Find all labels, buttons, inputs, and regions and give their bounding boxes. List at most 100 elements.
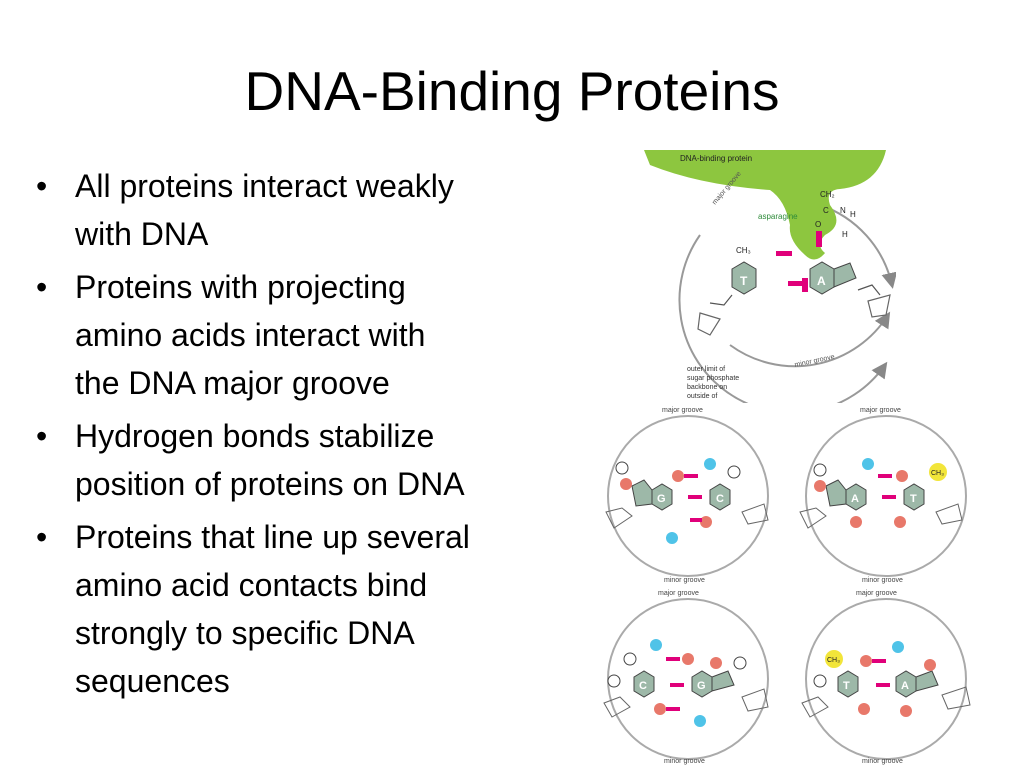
hbond [690,518,702,522]
panel-outline [805,598,967,760]
panel-outline [805,415,967,577]
base-letter: G [657,493,666,505]
sugar-link [857,284,881,296]
acceptor-atom [860,655,872,667]
donor-atom [666,532,678,544]
major-groove-label: major groove [860,407,901,414]
bullet-line: amino acid contacts bind [75,567,428,603]
backbone-sugar [605,507,633,529]
backbone-sugar [941,686,971,710]
bullet-line: All proteins interact weakly [75,168,454,204]
groove-arc-left [678,234,888,403]
hbond [872,659,886,663]
base-letter: T [910,493,917,505]
acceptor-atom [620,478,632,490]
base-ring-c [633,670,655,698]
donor-atom [892,641,904,653]
backbone-sugar [867,294,891,318]
major-groove-label: major groove [856,590,897,597]
note-line: sugar phosphate [687,375,739,382]
base-ring-g-five [631,479,653,507]
bullet-glyph: • [36,519,48,555]
hydrogen-atom [733,656,747,670]
hbond [684,474,698,478]
base-letter: T [843,680,850,692]
backbone-sugar [801,696,829,718]
methyl-label: CH₃ [931,470,944,477]
minor-groove-label: minor groove [664,577,705,584]
minor-groove-label: minor groove [794,354,836,369]
backbone-sugar [935,503,963,525]
panel-gc: major groove minor groove G C [605,407,769,584]
hbond [878,474,892,478]
hbond [776,251,792,256]
acceptor-atom [900,705,912,717]
sugar-link [709,294,733,306]
base-letter: G [697,680,706,692]
panel-outline [607,415,769,577]
residue-h2: H [842,230,848,239]
methyl-label: CH₃ [736,246,751,255]
panel-at: major groove minor groove A T CH₃ [799,407,967,584]
hydrogen-atom [607,674,621,688]
minor-groove-label: minor groove [862,577,903,584]
note-line: backbone on [687,384,727,391]
methyl-group [825,650,843,668]
acceptor-atom [814,480,826,492]
base-ring-t [837,670,859,698]
residue-n: N [840,206,846,215]
donor-atom [650,639,662,651]
base-letter: A [901,680,909,692]
hbond [802,278,808,292]
hydrogen-atom [813,674,827,688]
acceptor-atom [896,470,908,482]
panel-outline [607,598,769,760]
residue-label: asparagine [758,212,798,221]
bullet-item: • All proteins interact weakly with DNA [28,162,588,258]
bullet-line: Proteins that line up several [75,519,470,555]
hbond [666,707,680,711]
bullet-line: amino acids interact with [75,317,426,353]
base-ring-a-five [915,670,939,692]
base-letter: A [851,493,859,505]
hbond [670,683,684,687]
bullet-glyph: • [36,269,48,305]
bullet-item: • Proteins that line up several amino ac… [28,513,588,705]
hbond [666,657,680,661]
base-ring-c [709,483,731,511]
protein-label: DNA-binding protein [680,154,752,163]
hbond [876,683,890,687]
residue-ch2: CH₂ [820,190,835,199]
acceptor-atom [858,703,870,715]
bullet-line: Proteins with projecting [75,269,406,305]
methyl-group [929,463,947,481]
acceptor-atom [672,470,684,482]
acceptor-atom [654,703,666,715]
backbone-sugar [603,696,631,718]
donor-atom [704,458,716,470]
protein-dna-figure: DNA-binding protein CH₂ C O N H H aspara… [644,150,896,403]
panel-ta: major groove minor groove T A CH₃ [801,590,971,765]
protein-shape [644,150,886,260]
major-groove-label: major groove [662,407,703,414]
residue-h1: H [850,210,856,219]
acceptor-atom [700,516,712,528]
hbond [688,495,702,499]
minor-groove-label: minor groove [664,758,705,765]
base-letter: C [716,493,724,505]
bullet-line: the DNA major groove [75,365,390,401]
hydrogen-atom [623,652,637,666]
acceptor-atom [710,657,722,669]
base-ring-t [731,261,757,295]
base-ring-t [903,483,925,511]
hydrogen-atom [727,465,741,479]
base-letter: C [639,680,647,692]
backbone-sugar [741,688,769,712]
base-ring-g-five [711,670,735,692]
bullet-line: strongly to specific DNA [75,615,415,651]
backbone-sugar [799,507,827,529]
groove-arc-bottom [729,311,891,368]
bullet-line: sequences [75,663,230,699]
bullet-line: with DNA [75,216,209,252]
